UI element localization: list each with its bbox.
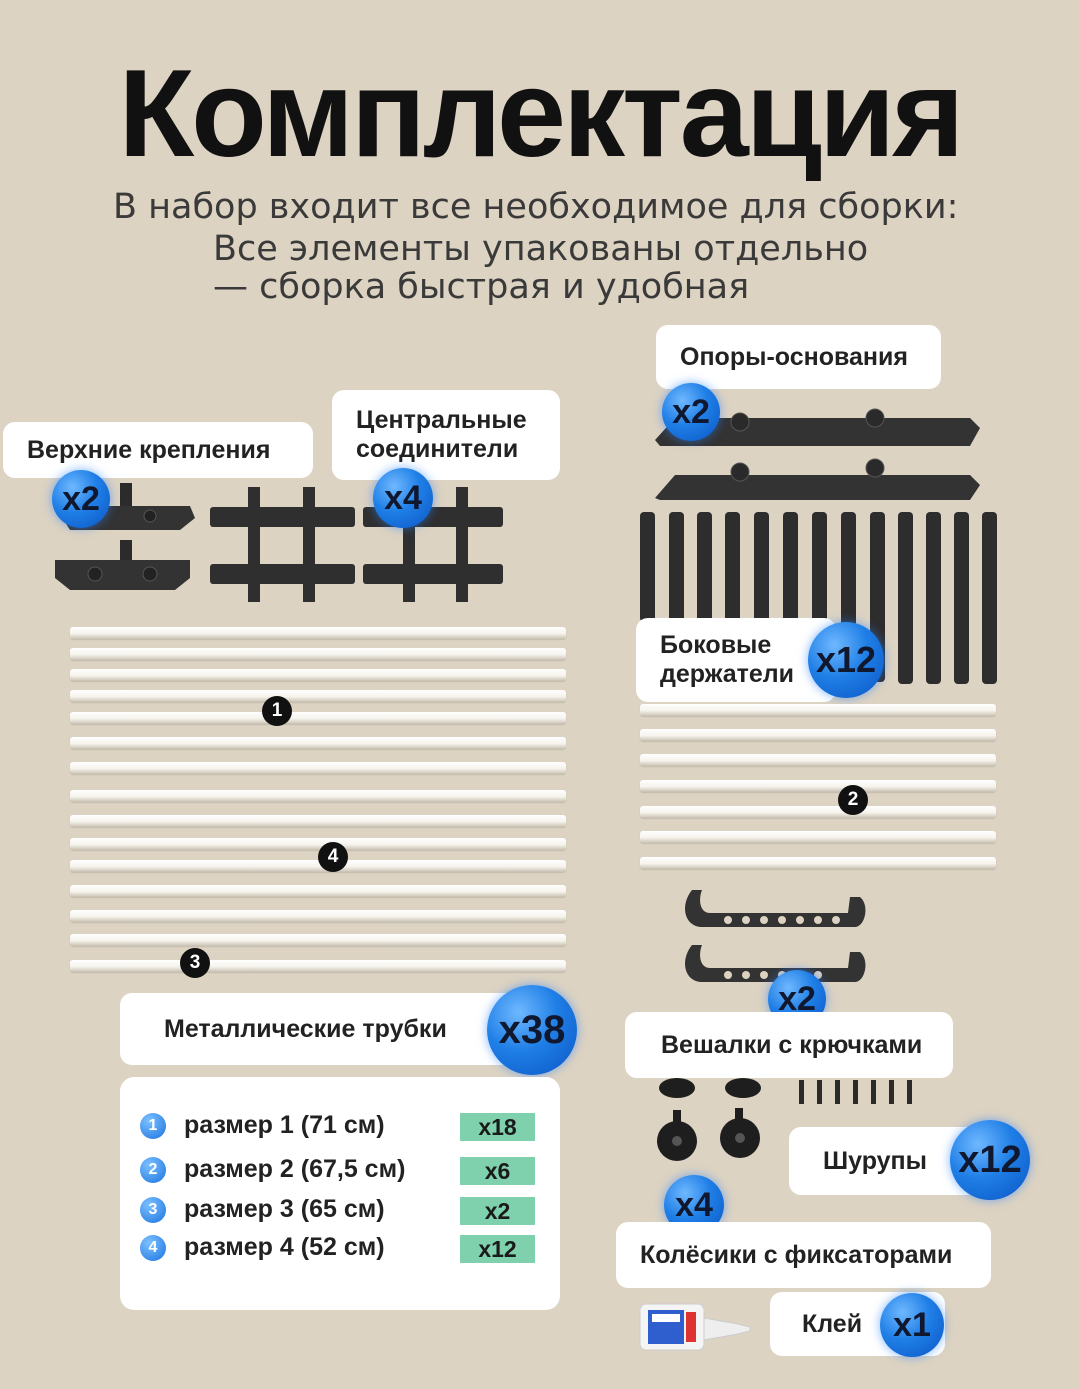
screws-image xyxy=(799,1080,912,1104)
size-number-3: 3 xyxy=(140,1196,166,1223)
size-qty-4: x12 xyxy=(460,1235,535,1263)
tube xyxy=(640,806,996,818)
hook-hangers-label: Вешалки с крючками xyxy=(625,1012,953,1078)
central-connectors-image xyxy=(210,487,503,602)
side-holders-label: Боковые держатели xyxy=(636,618,836,702)
tube xyxy=(70,790,566,802)
tube-marker-4: 4 xyxy=(318,842,348,872)
side-holder-12 xyxy=(954,512,969,684)
side-holder-10 xyxy=(898,512,913,684)
size-label-2: размер 2 (67,5 см) xyxy=(184,1155,406,1183)
side-holder-6 xyxy=(783,512,798,622)
base-supports-image xyxy=(655,408,980,500)
glue-qty-badge: x1 xyxy=(880,1293,944,1357)
side-holder-3 xyxy=(697,512,712,622)
side-holder-2 xyxy=(669,512,684,622)
tube xyxy=(70,815,566,827)
wheels-image xyxy=(657,1078,761,1161)
tube xyxy=(70,690,566,702)
side-holder-4 xyxy=(725,512,740,622)
size-label-1: размер 1 (71 см) xyxy=(184,1111,385,1139)
tube xyxy=(70,627,566,639)
tube-marker-2: 2 xyxy=(838,785,868,815)
size-number-2: 2 xyxy=(140,1156,166,1183)
tube xyxy=(70,762,566,774)
tube xyxy=(70,838,566,850)
metal-tubes-qty-badge: x38 xyxy=(487,985,577,1075)
tube xyxy=(640,704,996,716)
tube xyxy=(70,737,566,749)
tube xyxy=(70,712,566,724)
size-qty-1: x18 xyxy=(460,1113,535,1141)
subtitle-line-1: В набор входит все необходимое для сборк… xyxy=(113,187,959,227)
screws-qty-badge: x12 xyxy=(950,1120,1030,1200)
metal-tubes-label: Металлические трубки xyxy=(120,993,560,1065)
tube xyxy=(70,885,566,897)
central-connectors-qty-badge: x4 xyxy=(373,468,433,528)
tube-marker-3: 3 xyxy=(180,948,210,978)
tube xyxy=(70,648,566,660)
base-supports-qty-badge: x2 xyxy=(662,383,720,441)
top-mounts-qty-badge: x2 xyxy=(52,470,110,528)
tube-sizes-panel: 1 размер 1 (71 см) x18 2 размер 2 (67,5 … xyxy=(120,1077,560,1310)
side-holder-8 xyxy=(841,512,856,642)
side-holder-13 xyxy=(982,512,997,684)
size-label-4: размер 4 (52 см) xyxy=(184,1233,385,1261)
size-label-3: размер 3 (65 см) xyxy=(184,1195,385,1223)
tube xyxy=(640,780,996,792)
side-holder-7 xyxy=(812,512,827,632)
tube xyxy=(70,960,566,972)
glue-tube-image xyxy=(639,1303,751,1351)
size-row-1: 1 размер 1 (71 см) xyxy=(140,1111,385,1140)
hook-hangers-image xyxy=(685,890,866,982)
tube xyxy=(70,934,566,946)
tube xyxy=(640,857,996,869)
page-title: Комплектация xyxy=(118,45,964,183)
base-supports-label: Опоры-основания xyxy=(656,325,941,389)
side-holders-qty-badge: x12 xyxy=(808,622,884,698)
tube xyxy=(640,754,996,766)
tube xyxy=(640,831,996,843)
central-connectors-label: Центральные соединители xyxy=(332,390,560,480)
side-holder-1 xyxy=(640,512,655,622)
size-row-4: 4 размер 4 (52 см) xyxy=(140,1233,385,1262)
subtitle-line-2: Все элементы упакованы отдельно xyxy=(213,229,869,269)
size-row-3: 3 размер 3 (65 см) xyxy=(140,1195,385,1224)
size-qty-2: x6 xyxy=(460,1157,535,1185)
size-number-1: 1 xyxy=(140,1112,166,1139)
tube xyxy=(70,860,566,872)
side-holder-5 xyxy=(754,512,769,622)
tube xyxy=(70,669,566,681)
screws-label: Шурупы xyxy=(789,1127,979,1195)
tube xyxy=(640,729,996,741)
side-holder-11 xyxy=(926,512,941,684)
size-row-2: 2 размер 2 (67,5 см) xyxy=(140,1155,405,1184)
subtitle-line-3: — сборка быстрая и удобная xyxy=(213,267,750,307)
size-number-4: 4 xyxy=(140,1234,166,1261)
tube xyxy=(70,910,566,922)
tube-marker-1: 1 xyxy=(262,696,292,726)
top-mounts-label: Верхние крепления xyxy=(3,422,313,478)
size-qty-3: x2 xyxy=(460,1197,535,1225)
wheels-label: Колёсики с фиксаторами xyxy=(616,1222,991,1288)
